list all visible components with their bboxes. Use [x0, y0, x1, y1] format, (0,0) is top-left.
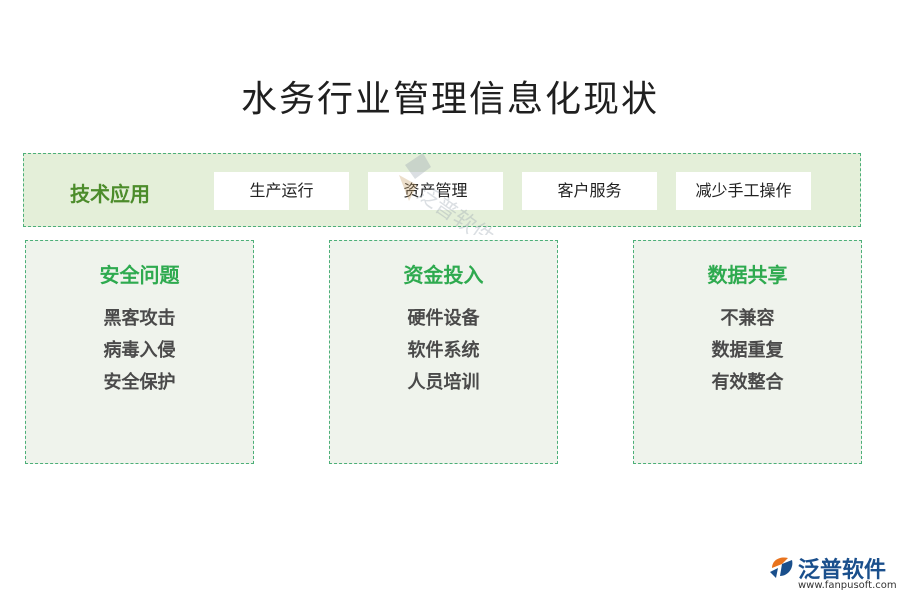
card-title: 安全问题	[99, 263, 180, 287]
card-title: 数据共享	[707, 263, 788, 287]
card-security: 安全问题 黑客攻击 病毒入侵 安全保护	[25, 240, 254, 464]
tech-item-asset-management: 资产管理	[368, 172, 503, 210]
card-title: 资金投入	[403, 263, 484, 287]
list-item: 数据重复	[711, 340, 784, 361]
tech-item-customer-service: 客户服务	[522, 172, 657, 210]
card-list: 不兼容 数据重复 有效整合	[634, 303, 861, 399]
list-item: 软件系统	[407, 340, 480, 361]
logo-name: 泛普软件	[798, 558, 887, 583]
fanpu-logo-icon	[770, 557, 793, 578]
list-item: 安全保护	[103, 372, 176, 393]
card-investment: 资金投入 硬件设备 软件系统 人员培训	[329, 240, 558, 464]
list-item: 硬件设备	[407, 308, 480, 329]
card-list: 硬件设备 软件系统 人员培训	[330, 303, 557, 399]
list-item: 病毒入侵	[103, 340, 176, 361]
page-title: 水务行业管理信息化现状	[240, 79, 659, 120]
logo-url: www.fanpusoft.com	[798, 580, 897, 591]
list-item: 有效整合	[711, 372, 784, 393]
tech-row-label: 技术应用	[70, 182, 150, 206]
card-data-sharing: 数据共享 不兼容 数据重复 有效整合	[633, 240, 862, 464]
brand-logo: 泛普软件 www.fanpusoft.com	[768, 552, 897, 594]
watermark-logo-icon: 泛普软件	[399, 153, 498, 235]
list-item: 黑客攻击	[103, 308, 176, 329]
list-item: 不兼容	[720, 308, 775, 329]
tech-item-reduce-manual: 减少手工操作	[676, 172, 811, 210]
card-list: 黑客攻击 病毒入侵 安全保护	[26, 303, 253, 399]
list-item: 人员培训	[407, 372, 480, 393]
tech-application-row: 技术应用 生产运行 资产管理 客户服务 减少手工操作	[23, 153, 861, 227]
tech-item-production: 生产运行	[214, 172, 349, 210]
watermark-text: 泛普软件	[412, 181, 498, 235]
